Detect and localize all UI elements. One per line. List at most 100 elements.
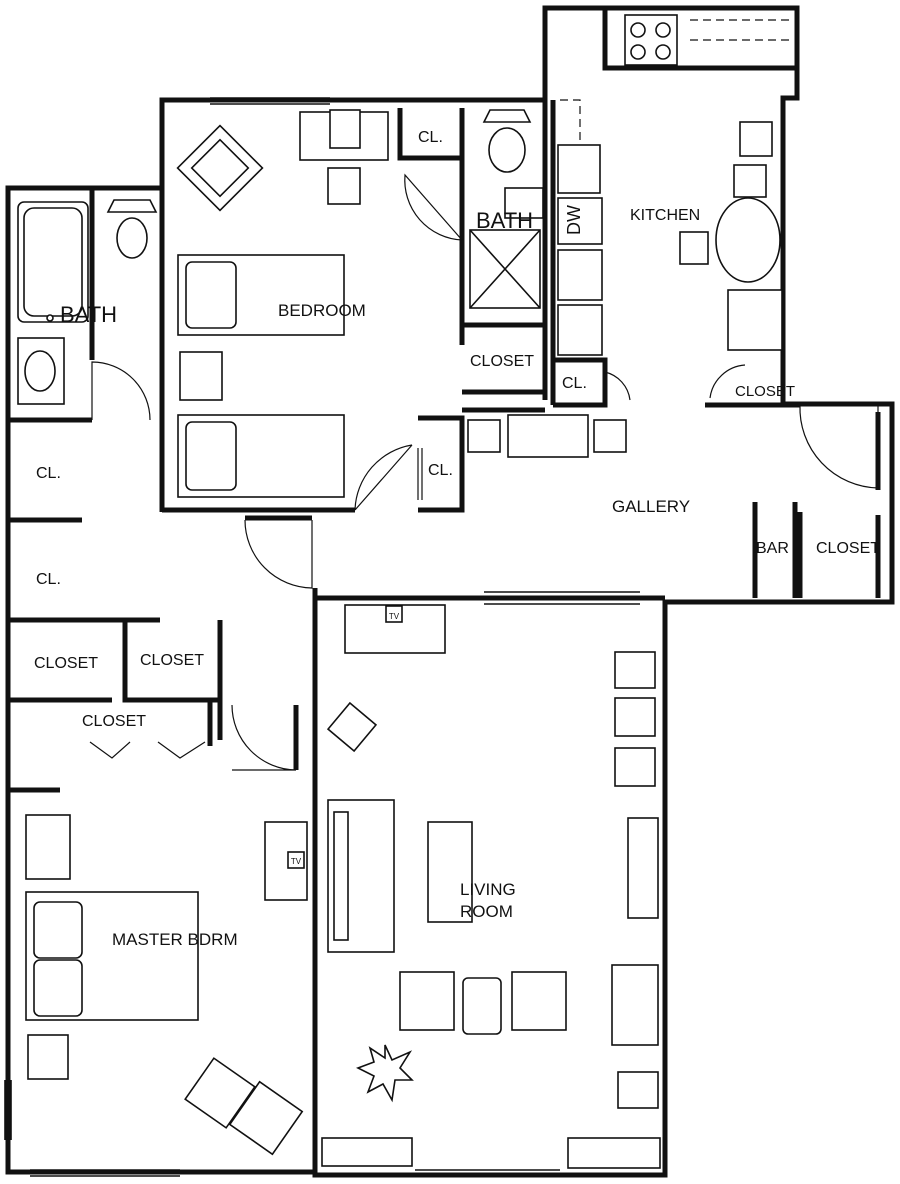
door-bedroom	[354, 444, 413, 511]
room-label-cl-left-2: CL.	[36, 571, 61, 588]
upper-cabinet	[690, 19, 790, 41]
room-label-closet-kitchen: CLOSET	[735, 383, 795, 400]
room-label-bar: BAR	[756, 540, 789, 557]
door-bath-left	[91, 361, 151, 421]
kitchen-chair	[739, 121, 773, 157]
tv-markers: TV TV	[287, 605, 403, 869]
pillow-1	[185, 261, 237, 329]
room-label-dw: DW	[564, 205, 584, 235]
room-label-living-2: ROOM	[460, 902, 513, 921]
tv-box	[287, 851, 305, 869]
fridge	[727, 289, 783, 351]
side-chair	[614, 697, 656, 737]
bench	[567, 1137, 661, 1169]
kitchen-table	[715, 197, 781, 283]
doors	[89, 173, 879, 771]
window	[4, 1080, 12, 1140]
walls	[5, 5, 895, 1178]
master-chair	[228, 1080, 304, 1156]
bar-walls	[752, 502, 798, 598]
room-label-cl-kitchen: CL.	[562, 375, 587, 392]
window	[484, 591, 640, 605]
room-label-closet-gallery: CLOSET	[816, 540, 880, 557]
sofa	[327, 799, 395, 953]
sofa-back	[333, 811, 349, 941]
cl-hall-walls	[418, 407, 545, 513]
kitchen-sink	[557, 144, 601, 194]
dresser	[25, 814, 71, 880]
room-label-bedroom: BEDROOM	[278, 301, 366, 320]
window	[30, 1169, 180, 1177]
room-label-master: MASTER BDRM	[112, 930, 238, 949]
bookcase	[627, 817, 659, 919]
master-chair	[184, 1057, 256, 1129]
side-chair	[614, 747, 656, 787]
side-chair	[614, 651, 656, 689]
sink-basin	[24, 350, 56, 392]
nightstand-master	[27, 1034, 69, 1080]
room-label-closet-a: CLOSET	[34, 655, 98, 672]
door-closet-c-2	[157, 741, 206, 759]
desk-chair-2	[327, 167, 361, 205]
kitchen-chair	[733, 164, 767, 198]
closet-gallery-walls	[797, 412, 881, 598]
dishwasher	[557, 197, 603, 245]
master-pillow	[33, 901, 83, 959]
nightstand	[179, 351, 223, 401]
windows	[4, 97, 640, 1177]
tub-drain	[46, 314, 54, 322]
plant	[356, 1044, 414, 1103]
bath-center-west-wall	[459, 108, 545, 328]
oven	[557, 304, 603, 356]
door-bedroom-bath	[404, 173, 463, 241]
master-pillow	[33, 959, 83, 1017]
door-kitchen-closet	[604, 371, 631, 405]
bench	[321, 1137, 413, 1167]
burner	[655, 22, 671, 38]
chair-bedroom	[176, 124, 264, 212]
burner	[655, 44, 671, 60]
door-master	[231, 704, 297, 771]
pillow-2	[185, 421, 237, 491]
room-label-closet-c: CLOSET	[82, 713, 146, 730]
door-closet-kitchen	[709, 364, 746, 399]
room-label-closet-center: CLOSET	[470, 353, 534, 370]
kitchen-inner-wall	[602, 8, 797, 71]
counter	[557, 249, 603, 301]
room-label-closet-b: CLOSET	[140, 652, 204, 669]
tv-box	[385, 605, 403, 623]
gallery-chair	[467, 419, 501, 453]
window	[210, 97, 330, 105]
coffee-table	[427, 821, 473, 923]
burner	[630, 22, 646, 38]
room-label-cl-left-1: CL.	[36, 465, 61, 482]
kitchen-chair	[679, 231, 709, 265]
tv-label: TV	[389, 612, 400, 621]
toilet-center	[488, 127, 526, 173]
toilet	[116, 217, 148, 259]
credenza	[611, 964, 659, 1046]
desk-chair	[329, 109, 361, 149]
closet-c-wall	[8, 700, 223, 793]
shower-x	[469, 229, 541, 309]
door-gallery-closet	[799, 404, 879, 489]
room-label-cl-hall: CL.	[428, 462, 453, 479]
chair-bedroom-inner	[190, 138, 250, 198]
accent-chair	[326, 701, 378, 753]
sink-center	[504, 187, 544, 219]
armchair	[399, 971, 455, 1031]
room-label-gallery: GALLERY	[612, 497, 690, 516]
toilet-center-tank	[482, 109, 532, 123]
bathtub	[17, 201, 89, 323]
window	[415, 1169, 560, 1177]
console	[507, 414, 589, 458]
burner	[630, 44, 646, 60]
closet-center-walls	[459, 325, 545, 395]
counter-line	[560, 99, 581, 140]
door-cl-hall	[417, 448, 423, 500]
side-chair	[617, 1071, 659, 1109]
ottoman	[462, 977, 502, 1035]
door-hall	[244, 519, 313, 589]
room-label-bath-center: BATH	[476, 208, 533, 233]
